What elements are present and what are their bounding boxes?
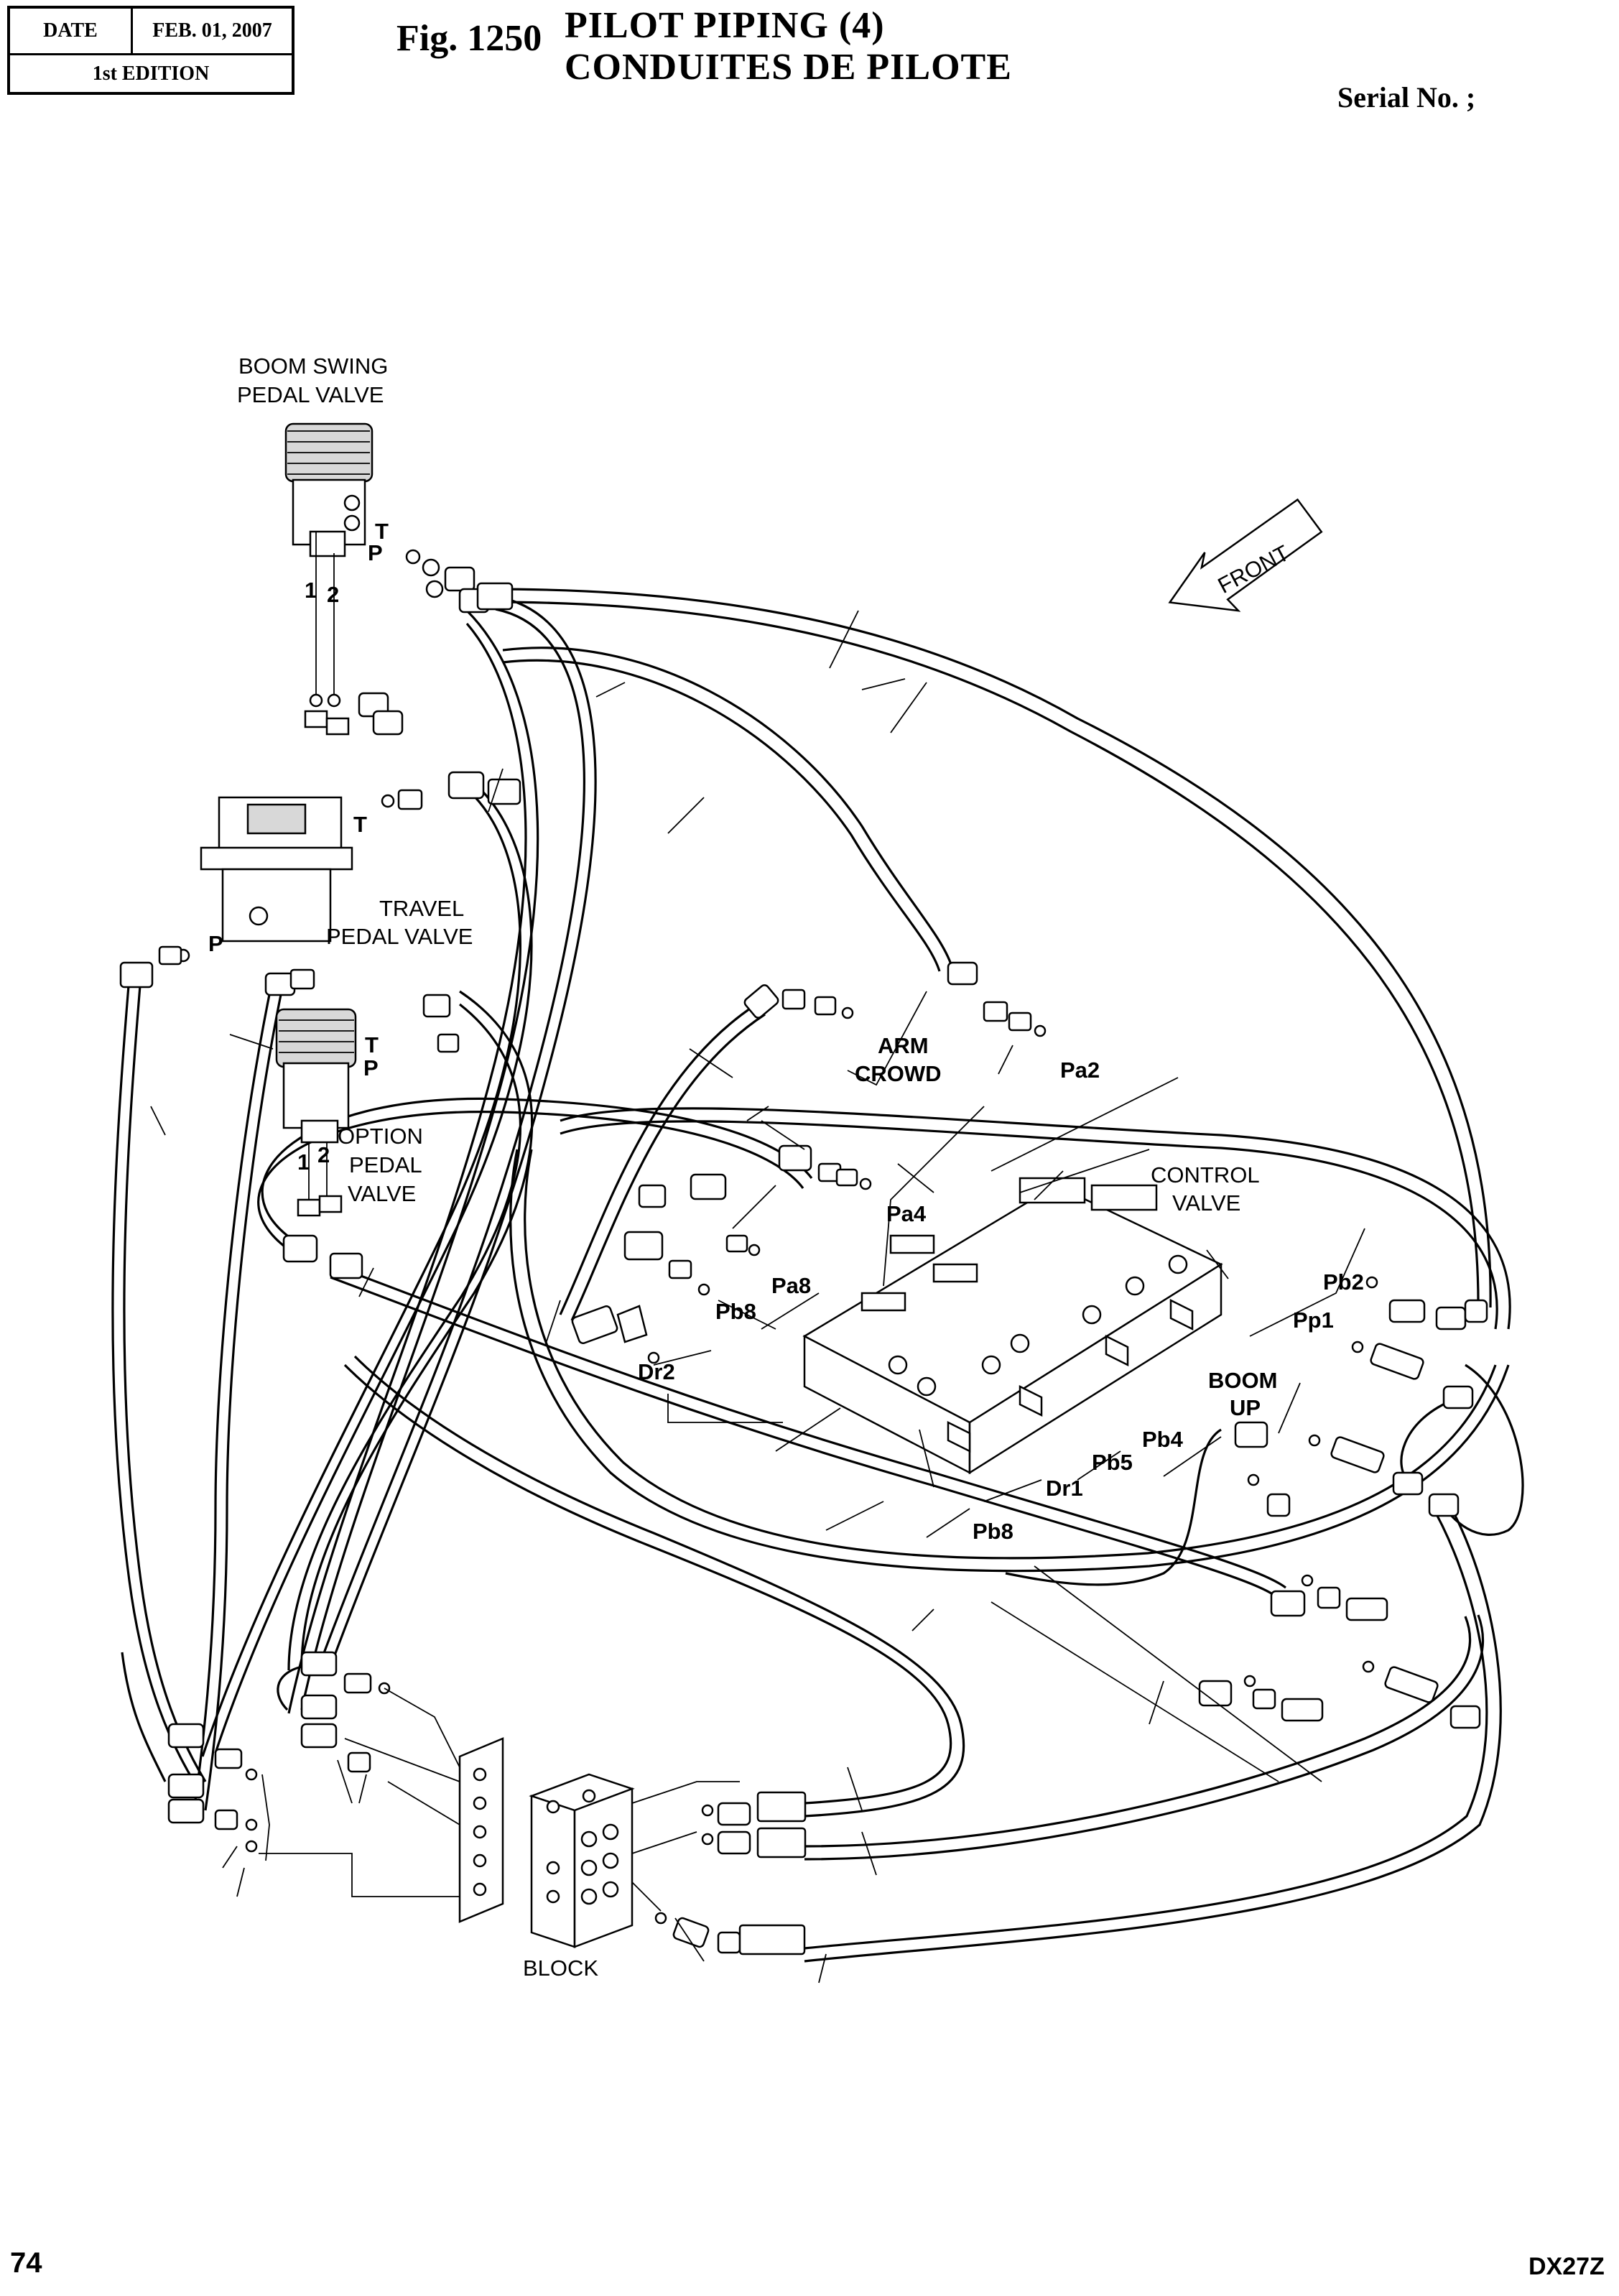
port-1-b: 1: [297, 1149, 310, 1175]
page-title-french: CONDUITES DE PILOTE: [565, 47, 1012, 88]
boom-swing-pedal-valve: [284, 422, 514, 736]
leader-lines: [150, 610, 1365, 1983]
port-pb5: Pb5: [1092, 1450, 1133, 1475]
model-number: DX27Z: [1528, 2253, 1605, 2280]
port-dr2: Dr2: [638, 1359, 675, 1384]
port-p-2: P: [208, 931, 223, 956]
travel-label-line2: PEDAL VALVE: [326, 924, 473, 949]
header-date-box: DATE FEB. 01, 2007 1st EDITION: [7, 6, 294, 95]
control-valve: [802, 1177, 1223, 1475]
edition: 1st EDITION: [92, 62, 210, 85]
port-pb8-b: Pb8: [973, 1519, 1013, 1544]
block-manifold: [529, 1773, 807, 1955]
date-value: FEB. 01, 2007: [133, 9, 292, 55]
port-pb2: Pb2: [1323, 1269, 1364, 1295]
page-number: 74: [10, 2247, 42, 2279]
labels: BOOM SWING PEDAL VALVE T P 1 2 T TRAVEL …: [208, 353, 1364, 1981]
port-2-a: 2: [327, 582, 339, 607]
port-pb4: Pb4: [1142, 1427, 1184, 1452]
control-valve-label-line1: CONTROL: [1151, 1162, 1260, 1188]
port-pa4: Pa4: [886, 1201, 927, 1226]
boom-swing-label-line2: PEDAL VALVE: [237, 382, 384, 407]
option-label-line2: PEDAL: [349, 1152, 422, 1177]
block-label: BLOCK: [523, 1955, 598, 1981]
travel-label-line1: TRAVEL: [379, 896, 464, 921]
travel-pedal-valve: [119, 771, 521, 989]
arm-crowd-label-line1: ARM: [878, 1033, 929, 1058]
boom-up-label-line2: UP: [1230, 1395, 1261, 1420]
port-pb8-a: Pb8: [715, 1299, 756, 1324]
port-pa8: Pa8: [771, 1273, 811, 1298]
port-pa2: Pa2: [1060, 1057, 1100, 1083]
port-t-3: T: [365, 1032, 379, 1057]
fittings: [571, 961, 1488, 1729]
page-title-english: PILOT PIPING (4): [565, 5, 885, 46]
port-t-2: T: [353, 812, 367, 837]
port-p-3: P: [363, 1055, 379, 1080]
port-2-b: 2: [317, 1142, 330, 1167]
port-t-1: T: [375, 519, 389, 544]
lower-left-manifold: [167, 1651, 504, 1923]
hoses: [111, 588, 1524, 1963]
option-pedal-valve: [264, 968, 460, 1279]
port-pp1: Pp1: [1293, 1307, 1334, 1333]
port-p-1: P: [368, 540, 383, 565]
port-dr1: Dr1: [1046, 1476, 1083, 1501]
figure-number: Fig. 1250: [396, 18, 542, 59]
option-label-line3: VALVE: [348, 1181, 416, 1206]
date-label: DATE: [10, 9, 133, 55]
front-arrow-icon: FRONT: [1168, 498, 1323, 612]
arm-crowd-label-line2: CROWD: [855, 1061, 942, 1086]
control-valve-label-line2: VALVE: [1172, 1190, 1240, 1216]
port-1-a: 1: [305, 578, 317, 603]
boom-up-label-line1: BOOM: [1208, 1368, 1277, 1393]
boom-swing-label-line1: BOOM SWING: [238, 353, 388, 379]
serial-number-label: Serial No. ;: [1337, 81, 1476, 114]
option-label-line1: OPTION: [338, 1124, 423, 1149]
